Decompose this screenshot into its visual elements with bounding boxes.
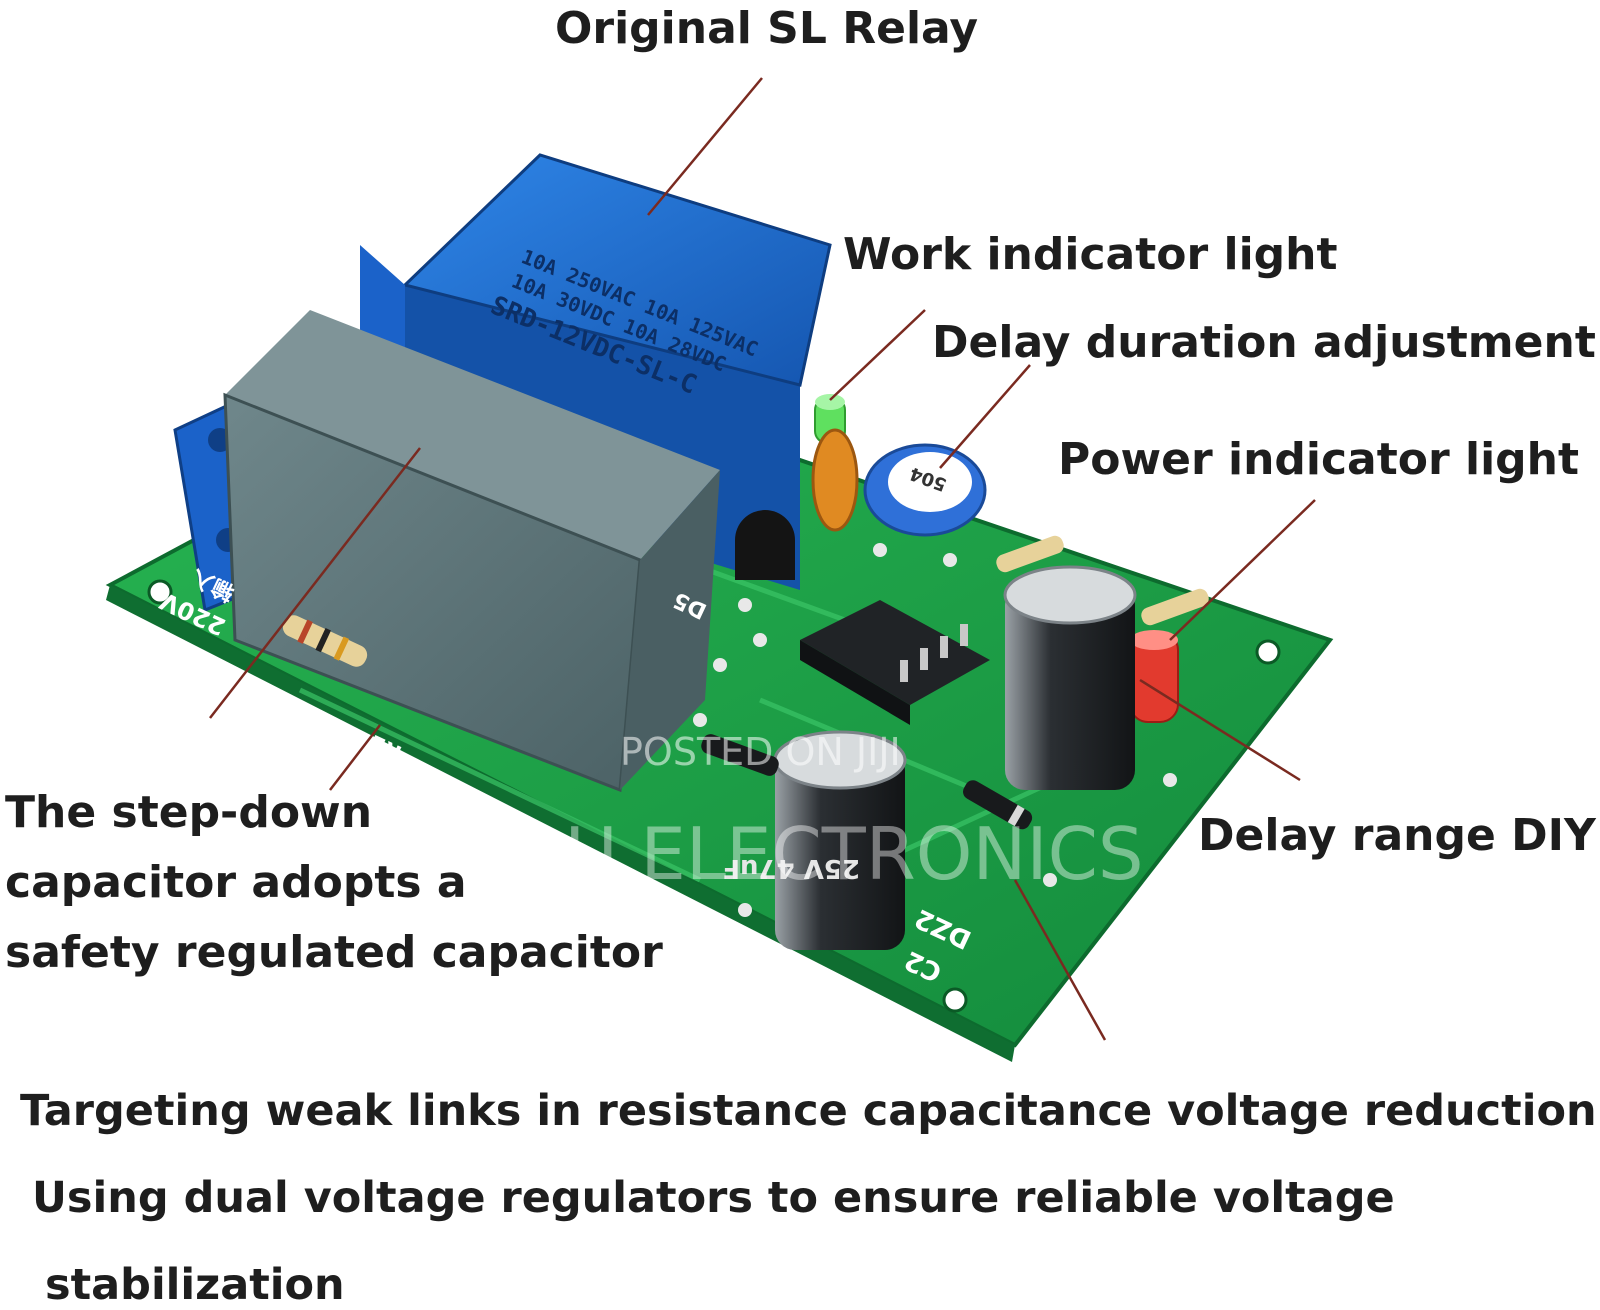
callout-line-work-light <box>829 309 926 401</box>
resistor <box>282 615 368 667</box>
resistor <box>996 535 1064 573</box>
footer-line-3: stabilization <box>45 1260 345 1310</box>
ic-chip <box>800 600 990 725</box>
diode <box>963 780 1033 830</box>
footer-line-2: Using dual voltage regulators to ensure … <box>32 1173 1395 1223</box>
transistor <box>735 510 795 580</box>
pcb-trace <box>298 557 1102 883</box>
mounting-hole <box>147 579 173 605</box>
callout-line-power-light <box>1169 499 1316 641</box>
label-capacitor-line: The step-down <box>5 787 373 838</box>
footer-line-1: Targeting weak links in resistance capac… <box>20 1086 1597 1136</box>
label-work-light: Work indicator light <box>843 229 1338 280</box>
electrolytic-capacitor-large <box>1003 565 1137 790</box>
diode <box>701 734 779 776</box>
callout-line-capacitor <box>209 447 421 719</box>
red-led <box>1129 630 1179 723</box>
mounting-hole <box>942 987 968 1013</box>
callout-line-resistor <box>329 724 381 791</box>
label-relay: Original SL Relay <box>555 3 979 54</box>
potentiometer: 504 <box>863 443 987 537</box>
label-power-light: Power indicator light <box>1058 434 1580 485</box>
electrolytic-capacitor-small: 25V 47uF <box>722 730 907 950</box>
safety-capacitor-side <box>620 470 720 790</box>
callout-line-relay <box>647 77 763 216</box>
orange-capacitor <box>811 428 859 532</box>
callout-line-diode <box>1013 879 1107 1041</box>
label-delay-adjust: Delay duration adjustment <box>932 317 1596 368</box>
label-delay-range: Delay range DIY <box>1198 810 1596 861</box>
mounting-hole <box>1255 639 1281 665</box>
label-capacitor-line: capacitor adopts a <box>5 857 467 908</box>
callout-line-delay-adjust <box>939 364 1031 469</box>
relay-top <box>402 153 832 387</box>
watermark-brand: ZERU ELECTRONICS <box>420 812 1144 896</box>
label-capacitor-line: safety regulated capacitor <box>5 927 663 978</box>
callout-line-delay-range <box>1139 678 1301 782</box>
solder-pads <box>693 543 1177 917</box>
safety-capacitor-top <box>225 310 720 560</box>
svg-text:25V 47uF: 25V 47uF <box>722 853 860 883</box>
resistor <box>1141 588 1209 626</box>
label-capacitor: The step-down capacitor adopts a safety … <box>5 778 663 988</box>
callout-lines <box>209 77 1316 1041</box>
watermark-posted: POSTED ON JIJI <box>620 730 901 774</box>
